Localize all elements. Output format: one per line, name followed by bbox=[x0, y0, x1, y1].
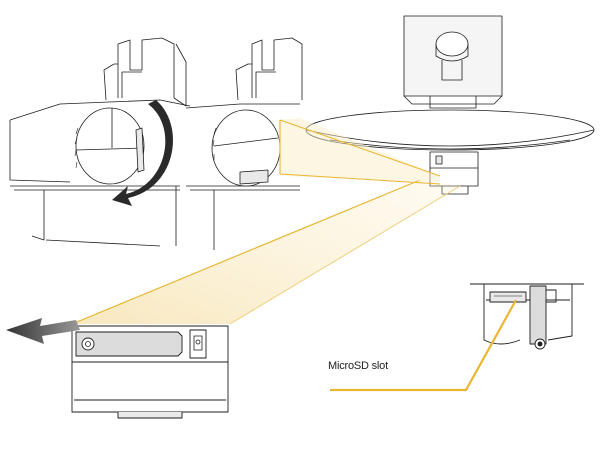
hinged-cover bbox=[529, 285, 547, 345]
panel-camera bbox=[305, 15, 595, 195]
panel-release-step bbox=[185, 37, 303, 250]
rotate-arrow-icon bbox=[112, 100, 173, 206]
callout-leader bbox=[330, 299, 517, 392]
slot-cover bbox=[75, 331, 183, 357]
microsd-slot-label: MicroSD slot bbox=[328, 360, 388, 372]
screw-icon bbox=[81, 337, 95, 351]
microsd-icon bbox=[193, 335, 203, 351]
zoom-beam bbox=[71, 179, 461, 325]
pull-arrow-icon bbox=[6, 318, 80, 344]
panel-rotate-step bbox=[9, 37, 191, 247]
panel-module-detail bbox=[71, 325, 229, 419]
dome-cover bbox=[75, 107, 145, 185]
panel-slot-detail bbox=[470, 283, 584, 350]
panel2-highlight bbox=[278, 118, 441, 185]
